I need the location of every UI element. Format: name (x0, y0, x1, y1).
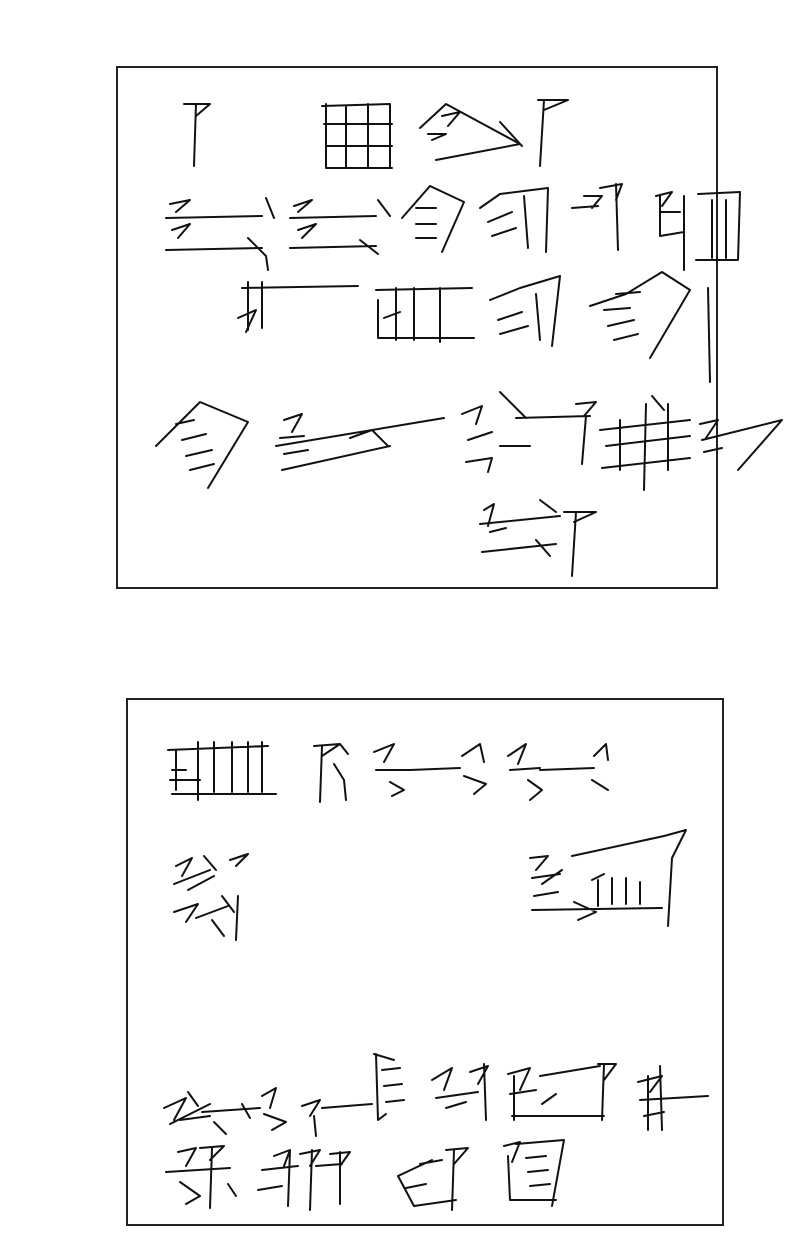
reverse-frame (126, 698, 724, 1226)
obverse-frame (116, 66, 718, 589)
